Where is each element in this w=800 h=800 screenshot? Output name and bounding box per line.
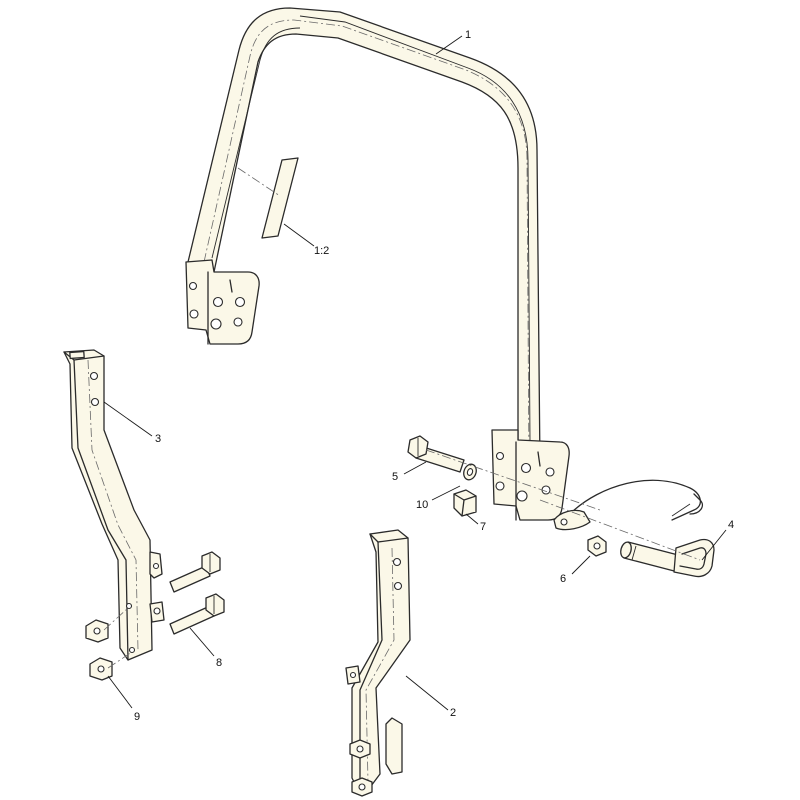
flange-nuts-left [85,619,113,681]
callout-6: 6 [560,555,591,585]
mount-hole [234,296,246,308]
bolts [169,551,225,635]
flange-nut [587,535,607,557]
left-upright-bracket [63,349,165,661]
svg-text:3: 3 [155,433,161,445]
mount-hole [212,296,224,308]
svg-text:7: 7 [480,521,486,533]
callout-1-2: 1:2 [283,223,329,257]
bolt-upper [169,565,211,593]
svg-text:9: 9 [134,711,140,723]
callout-2: 2 [405,675,456,719]
svg-text:5: 5 [392,471,398,483]
bracket-hole [393,581,403,591]
svg-text:4: 4 [728,519,734,531]
mount-hole [495,451,505,461]
svg-text:2: 2 [450,707,456,719]
bracket-hole [90,397,100,407]
callout-8: 8 [189,627,222,669]
svg-text:8: 8 [216,657,222,669]
mount-hole [516,490,528,502]
shoulder-bolt [407,435,465,473]
svg-text:10: 10 [416,499,428,511]
svg-text:1: 1 [465,29,471,41]
hairpin-pin-assembly [539,479,715,578]
right-upright-bracket [345,529,411,797]
callout-5: 5 [392,461,427,483]
svg-text:1:2: 1:2 [314,245,329,257]
callout-9: 9 [107,675,140,723]
bracket-hole [392,557,402,567]
hairpin-clip [571,479,701,521]
callout-1: 1 [435,29,471,55]
bracket-hole [125,602,133,610]
bracket-hole [128,646,136,654]
roll-bar-hoop [185,7,570,521]
mount-hole [520,462,532,474]
lock-nut [453,489,477,517]
bracket-hole [89,371,99,381]
mount-hole [233,317,243,327]
mount-hole [495,481,505,491]
callout-4: 4 [701,519,734,561]
callout-7: 7 [465,513,486,533]
svg-text:6: 6 [560,573,566,585]
mount-hole [210,318,222,330]
mount-hole [189,309,199,319]
decal [261,157,299,239]
callout-10: 10 [416,485,461,511]
mount-hole [545,467,555,477]
callout-3: 3 [103,401,161,445]
mount-hole [188,281,198,291]
washer [463,463,477,481]
